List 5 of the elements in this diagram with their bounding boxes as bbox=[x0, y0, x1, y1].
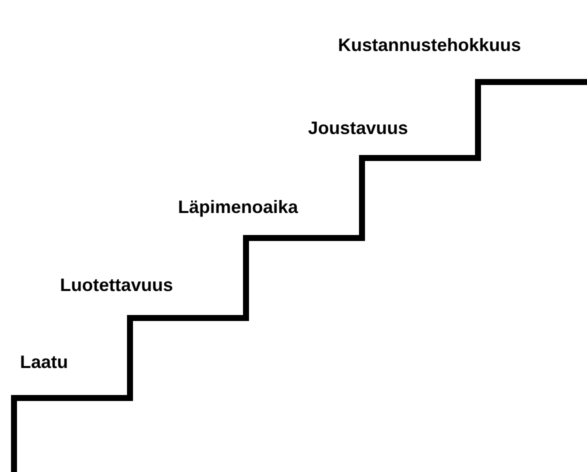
step-label: Läpimenoaika bbox=[178, 197, 298, 217]
step-label: Kustannustehokkuus bbox=[338, 35, 522, 55]
step-label: Laatu bbox=[20, 352, 68, 372]
step-label: Luotettavuus bbox=[60, 275, 174, 295]
step-label: Joustavuus bbox=[308, 118, 408, 138]
